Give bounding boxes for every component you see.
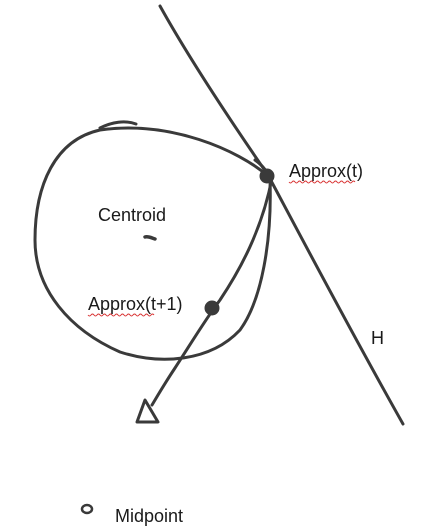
loop-overlap-stroke xyxy=(98,120,138,130)
approx-t1-label: Approx(t+1) xyxy=(88,294,183,314)
approx-t-label: Approx(t) xyxy=(289,161,363,181)
approx-t-point xyxy=(259,168,275,184)
triangle-marker xyxy=(135,398,160,424)
midpoint-marker xyxy=(80,503,94,515)
centroid-label: Centroid xyxy=(98,205,166,225)
tangent-line-h xyxy=(158,4,405,426)
convex-set-boundary xyxy=(33,126,272,361)
approx-t1-point xyxy=(204,300,220,316)
h-label: H xyxy=(371,328,384,348)
approx-t1-spellcheck-underline xyxy=(87,313,155,317)
centroid-mark xyxy=(143,235,157,241)
midpoint-label: Midpoint xyxy=(115,506,183,526)
approx-t-spellcheck-underline xyxy=(288,180,356,184)
approximation-path xyxy=(150,176,274,407)
